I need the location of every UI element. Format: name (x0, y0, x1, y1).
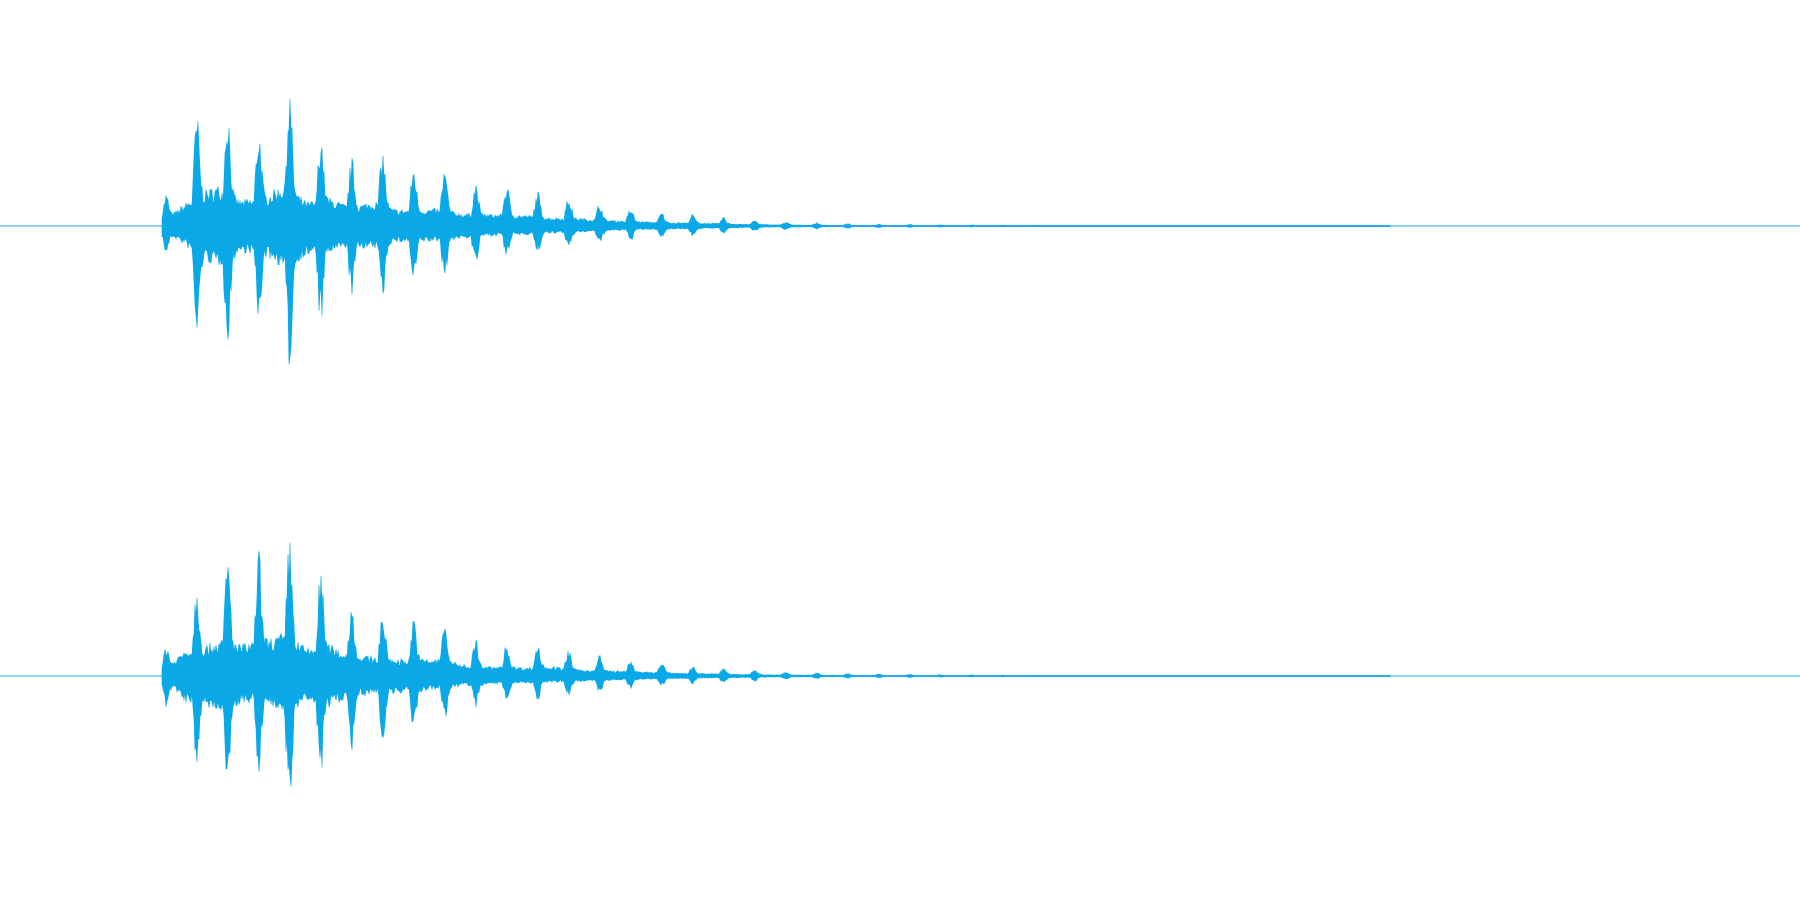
channel-waveform-right (161, 542, 1391, 787)
waveform-channel-left (0, 98, 1800, 365)
waveform-channel-right (0, 542, 1800, 787)
channel-waveform-left (161, 98, 1391, 365)
